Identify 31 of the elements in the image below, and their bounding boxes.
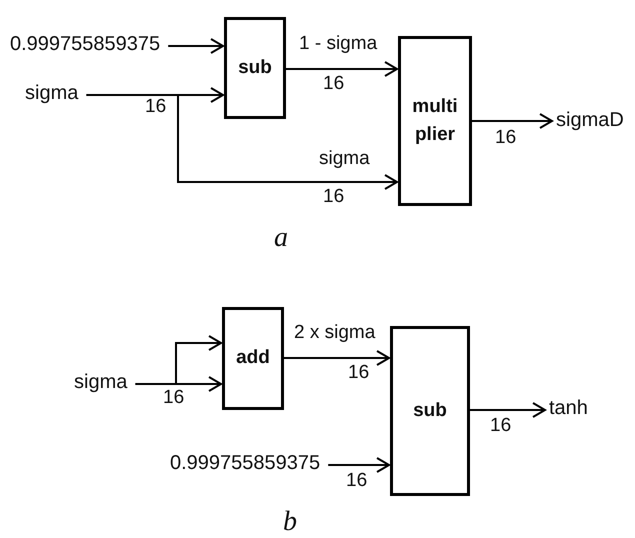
arrow [168,38,224,54]
arrow [472,113,553,129]
subfigure-caption: a [274,222,288,254]
signal-name: sigma [25,82,78,105]
arrow [86,94,398,190]
block-box: sub [390,326,470,496]
arrow [328,457,390,473]
block-box: add [222,307,284,410]
edge-label: 2 x sigma [293,322,376,344]
block-box: sub [224,17,286,119]
bus-width-label: 16 [490,415,512,437]
edge-label: 1 - sigma [298,33,378,55]
arrow [135,335,222,385]
signal-name: sigma [74,371,128,394]
arrow [286,61,398,77]
edge-label: sigma [318,148,371,170]
signal-name: 0.999755859375 [170,452,320,475]
block-box: multi plier [398,36,472,206]
bus-width-label: 16 [163,387,184,409]
bus-width-label: 16 [348,362,370,384]
signal-name: tanh [549,397,588,420]
bus-width-label: 16 [145,96,166,118]
signal-name: 0.999755859375 [10,33,160,56]
signal-name: sigmaD [556,109,624,132]
bus-width-label: 16 [495,127,516,149]
bus-width-label: 16 [346,470,368,492]
bus-width-label: 16 [323,186,344,208]
subfigure-caption: b [283,506,297,538]
arrow [470,402,546,418]
bus-width-label: 16 [323,73,344,95]
arrow [284,350,390,366]
